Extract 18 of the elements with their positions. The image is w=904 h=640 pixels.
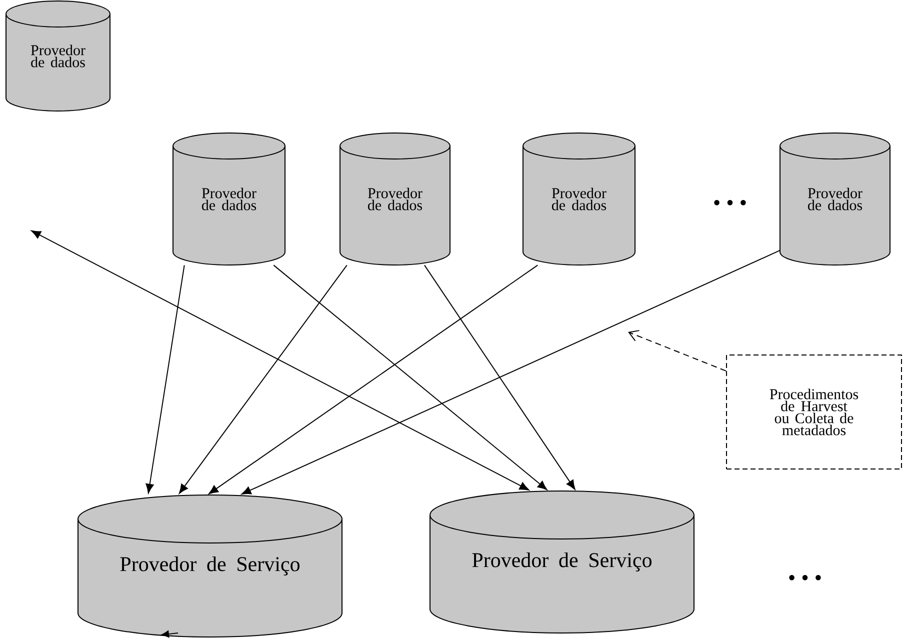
arrow	[273, 264, 548, 490]
arrow	[31, 230, 530, 490]
arrow	[424, 264, 576, 490]
cylinder-node: Provedor de dados	[340, 132, 450, 266]
cylinder-node: Provedor de dados	[522, 132, 636, 266]
ellipsis: • • •	[789, 575, 821, 580]
arrow	[628, 330, 726, 372]
cylinder-node: Provedor de Serviço	[430, 490, 694, 634]
note-box: Procedimentos de Harvest ou Coleta de metadados	[726, 354, 902, 470]
cylinder-node: Provedor de dados	[780, 132, 891, 266]
ellipsis: • • •	[714, 200, 746, 206]
arrow	[241, 250, 780, 495]
cylinder-node: Provedor de Serviço	[78, 494, 342, 638]
arrow	[178, 264, 348, 494]
cylinder-node: Provedor de dados	[6, 0, 110, 112]
arrow	[208, 264, 538, 494]
cylinder-node: Provedor de dados	[172, 132, 286, 266]
arrow	[146, 264, 185, 494]
